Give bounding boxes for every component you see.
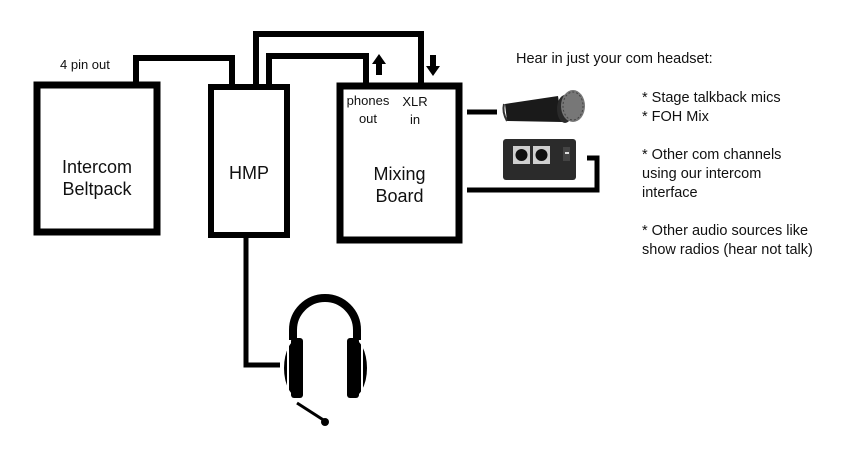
source-item-2: * Other com channels using our intercom … bbox=[642, 146, 781, 203]
wire-hmp-to-headset bbox=[243, 238, 280, 368]
microphone-icon bbox=[502, 90, 585, 123]
wire-phones-out-to-hmp bbox=[266, 53, 369, 84]
intercom-label-line1: Intercom bbox=[61, 157, 133, 177]
wire-interface bbox=[467, 155, 600, 193]
mixing-board-box bbox=[336, 82, 463, 244]
phones-label-line1: phones bbox=[346, 93, 390, 108]
port-label-4-pin-out: 4 pin out bbox=[60, 57, 110, 72]
hmp-box bbox=[208, 84, 290, 238]
hmp-label: HMP bbox=[229, 163, 269, 183]
xlr-label-line2: in bbox=[409, 112, 421, 127]
phones-label-line2: out bbox=[358, 111, 378, 126]
source-2-line1: * Other com channels bbox=[642, 147, 782, 163]
intercom-interface-icon bbox=[503, 139, 576, 180]
wire-hmp-to-xlr-in bbox=[253, 31, 424, 84]
intercom-beltpack-label: Intercom Beltpack bbox=[40, 156, 154, 200]
headphones-icon bbox=[284, 294, 367, 426]
source-1-line1: * Stage talkback mics bbox=[642, 90, 781, 106]
port-label-xlr-in: XLR in bbox=[400, 93, 430, 129]
up-arrow-icon bbox=[372, 54, 386, 75]
source-item-3: * Other audio sources like show radios (… bbox=[642, 222, 813, 260]
source-3-line2: show radios (hear not talk) bbox=[642, 242, 813, 258]
mixing-label-line1: Mixing bbox=[373, 164, 426, 184]
source-2-line3: interface bbox=[642, 185, 698, 201]
mixing-board-label: Mixing Board bbox=[343, 163, 456, 207]
xlr-label-line1: XLR bbox=[402, 94, 428, 109]
wire-beltpack-to-hmp bbox=[133, 55, 235, 84]
source-3-line1: * Other audio sources like bbox=[642, 223, 809, 239]
mixing-label-line2: Board bbox=[375, 186, 424, 206]
intercom-beltpack-box bbox=[33, 81, 161, 236]
port-label-phones-out: phones out bbox=[344, 92, 392, 128]
source-1-line2: * FOH Mix bbox=[642, 109, 709, 125]
source-2-line2: using our intercom bbox=[642, 166, 762, 182]
diagram-title: Hear in just your com headset: bbox=[516, 51, 713, 67]
source-item-1: * Stage talkback mics * FOH Mix bbox=[642, 89, 781, 127]
intercom-label-line2: Beltpack bbox=[62, 179, 132, 199]
down-arrow-icon bbox=[426, 55, 440, 76]
